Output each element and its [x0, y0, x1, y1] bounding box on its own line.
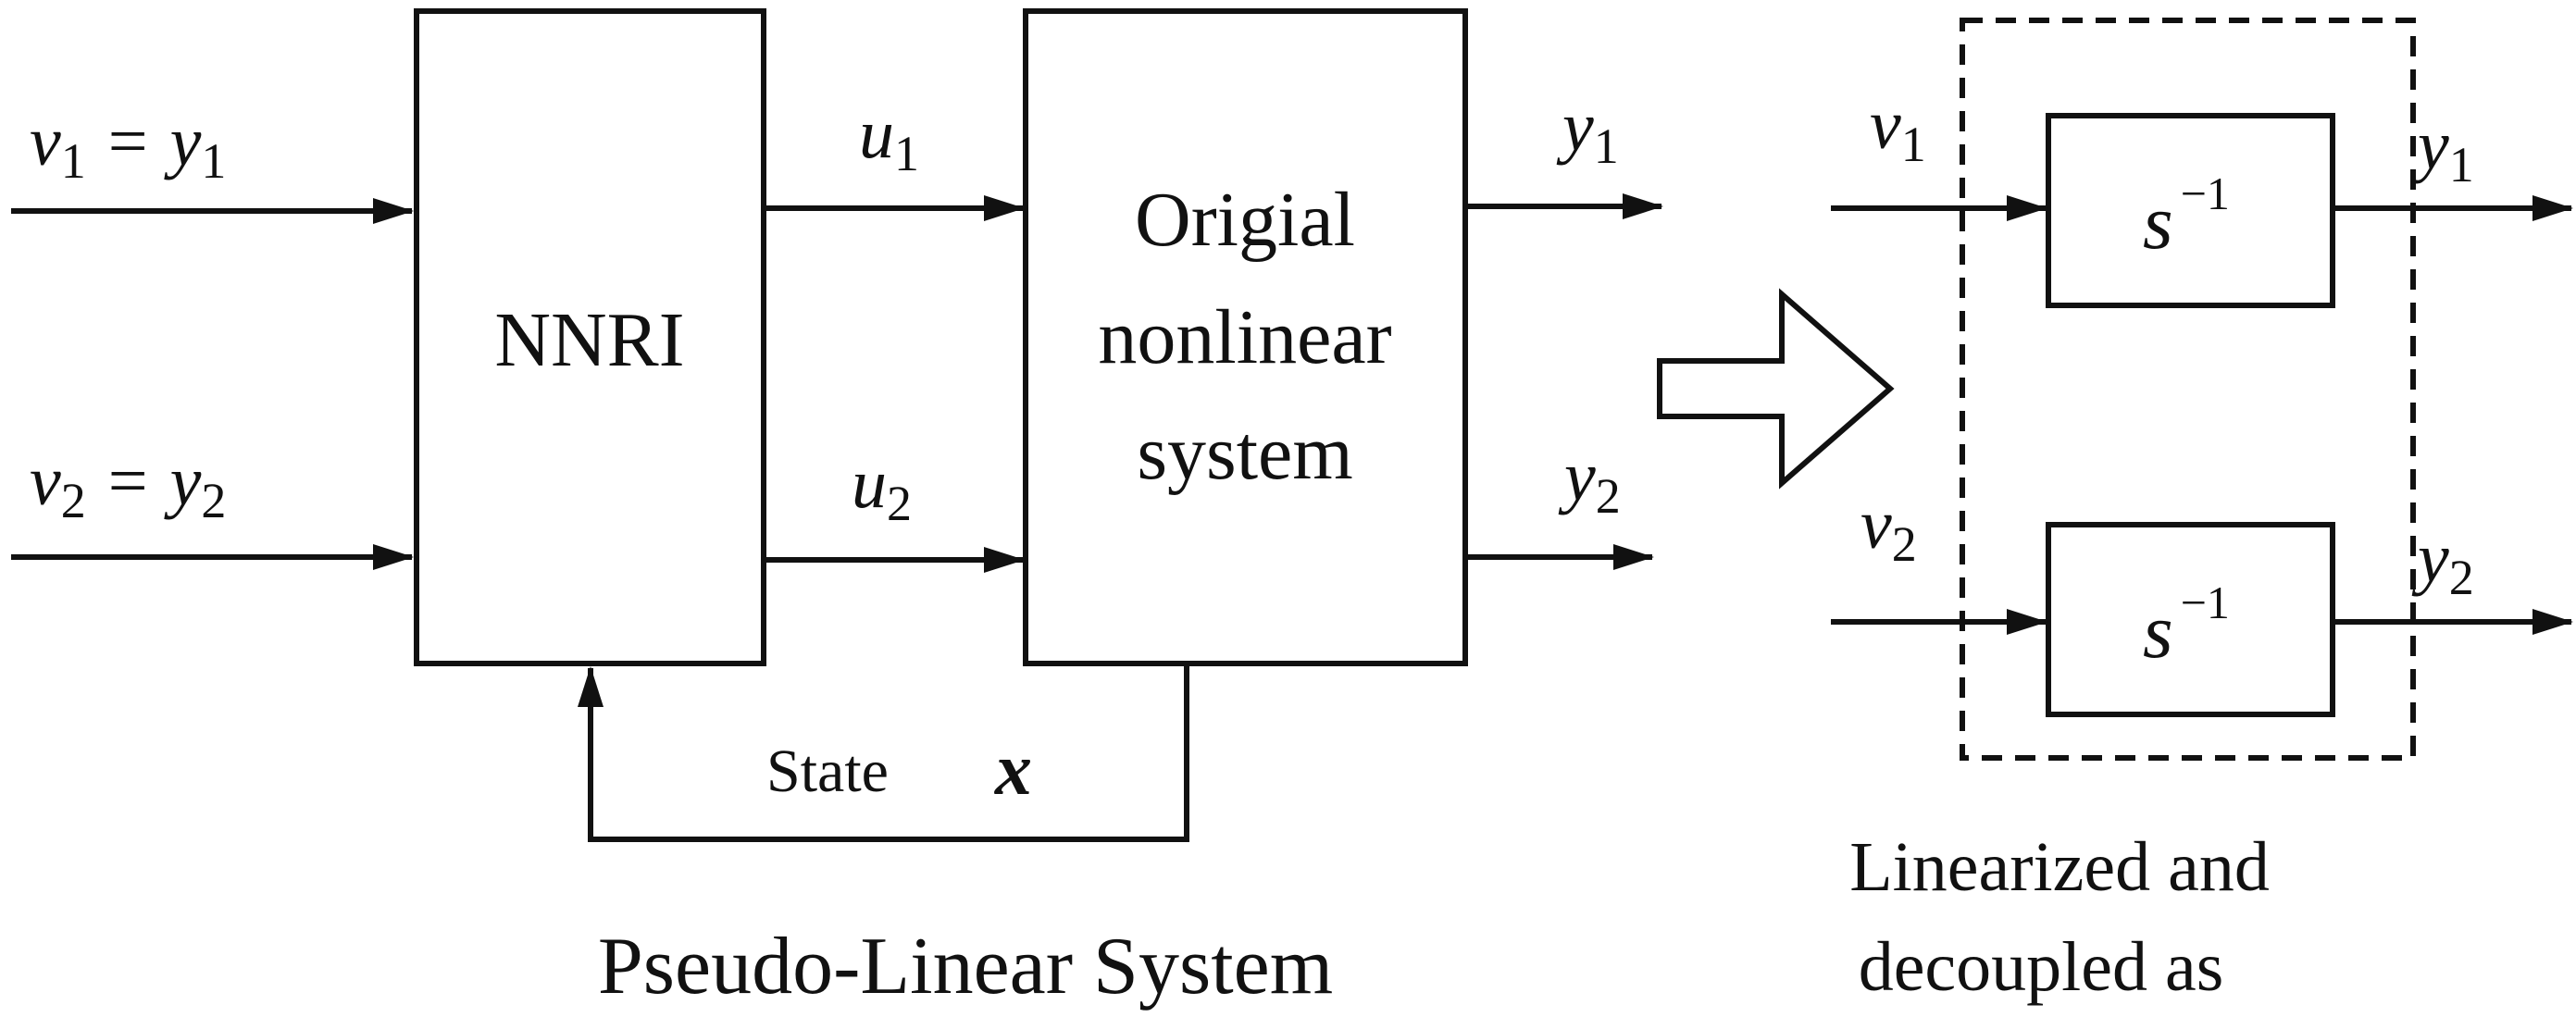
- input-label-v1: v1=y1: [30, 103, 226, 189]
- output-label-y1: y1: [1556, 88, 1619, 174]
- caption-linearized-line1: Linearized and: [1849, 828, 2270, 906]
- plant-label-line1: Origial: [1135, 177, 1355, 263]
- output-label-y2: y2: [1558, 438, 1621, 524]
- caption-linearized-line2: decoupled as: [1859, 928, 2224, 1006]
- input-label-v2: v2=y2: [30, 442, 226, 528]
- integrator-label-2: s−1: [2143, 577, 2230, 675]
- nnri-label: NNRI: [494, 297, 684, 383]
- decoupled-system-frame: [1960, 18, 2416, 761]
- state-feedback-line: [578, 664, 1189, 842]
- nnri-block: [414, 8, 766, 666]
- integrator-input-label-v2: v2: [1860, 486, 1917, 572]
- integrator-label-1: s−1: [2143, 167, 2230, 266]
- integrator-output-label-y1: y1: [2411, 106, 2474, 192]
- signal-label-u1: u1: [859, 95, 919, 181]
- plant-label-line2: nonlinear: [1098, 294, 1391, 380]
- integrator-output-label-y2: y2: [2411, 519, 2474, 605]
- plant-label-line3: system: [1137, 410, 1352, 496]
- integrator-input-label-v1: v1: [1870, 86, 1926, 172]
- plant-block: [1023, 8, 1468, 666]
- signal-label-u2: u2: [852, 445, 912, 531]
- state-label: State: [766, 738, 889, 805]
- transform-arrow: [1657, 288, 1895, 490]
- caption-pseudo-linear-system: Pseudo-Linear System: [598, 922, 1333, 1011]
- state-symbol: x: [994, 729, 1032, 811]
